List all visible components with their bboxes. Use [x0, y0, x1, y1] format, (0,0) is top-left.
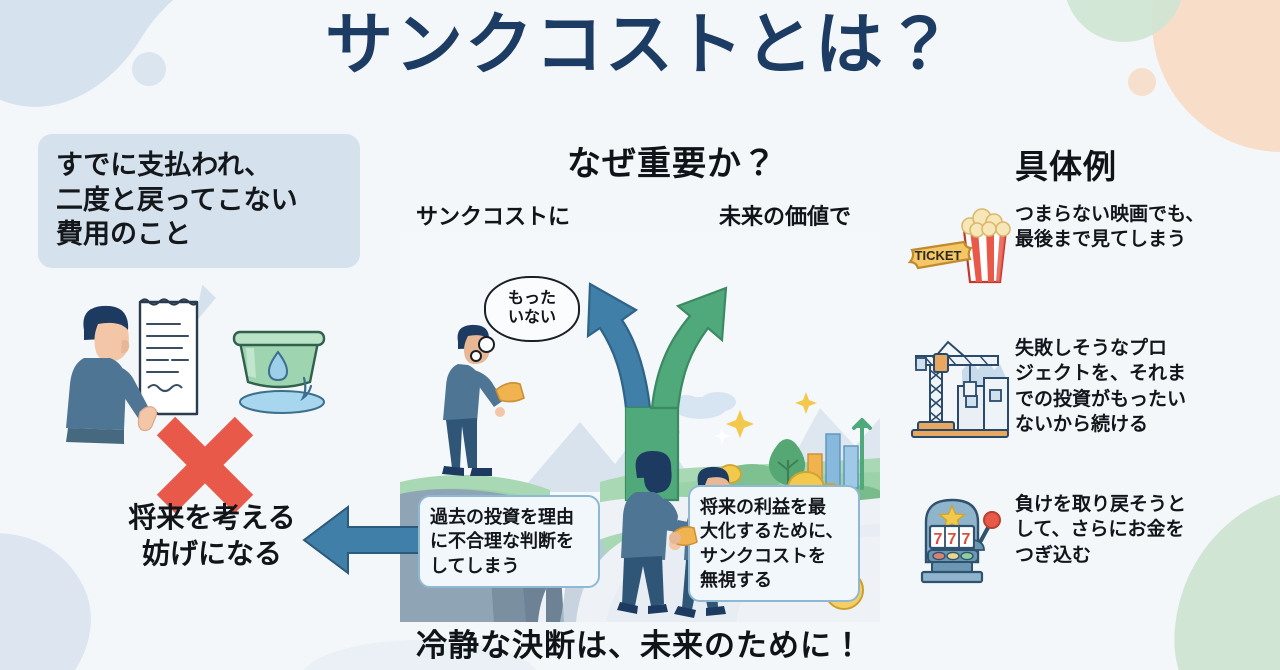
ticket-popcorn-icon: TICKET: [905, 200, 1015, 286]
definition-line-1: すでに支払われ、: [56, 150, 272, 180]
example-line: 失敗しそうなプロ: [1015, 338, 1168, 359]
example-line: ジェクトを、それま: [1015, 363, 1187, 385]
red-cross-mark-icon: [156, 416, 254, 514]
svg-text:7: 7: [948, 531, 957, 548]
ticket-label: TICKET: [915, 248, 962, 263]
example-line: つまらない映画でも、: [1015, 204, 1205, 225]
example-line: して、さらにお金を: [1015, 519, 1185, 541]
center-heading: なぜ重要か？: [567, 145, 777, 183]
examples-heading: 具体例: [1015, 148, 1117, 185]
thought-bubble-dot-large: [478, 336, 495, 353]
callout-right-line-1: 将来の利益を最: [700, 497, 826, 517]
callout-right-line-4: 無視する: [700, 569, 772, 590]
example-line: 負けを取り戻そうと: [1015, 494, 1187, 515]
person-with-receipt-icon: [66, 298, 199, 444]
example-text: 負けを取り戻そうと して、さらにお金を つぎ込む: [1015, 490, 1260, 568]
svg-text:7: 7: [934, 531, 943, 548]
example-line: での投資がもったい: [1015, 388, 1187, 410]
thought-bubble-dot-small: [470, 350, 482, 362]
thought-line-1: もった: [507, 290, 556, 308]
left-conclusion-caption: 将来を考える 妨げになる: [92, 500, 332, 573]
svg-text:7: 7: [962, 531, 971, 548]
example-text: 失敗しそうなプロ ジェクトを、それま での投資がもったい ないから続ける: [1015, 334, 1260, 437]
definition-line-3: 費用のこと: [56, 219, 191, 250]
callout-right-line-2: 大化するために、: [700, 521, 844, 542]
callout-past-investment: 過去の投資を理由 に不合理な判断を してしまう: [418, 495, 600, 588]
callout-left-line-1: 過去の投資を理由: [430, 507, 574, 527]
callout-left-line-2: に不合理な判断を: [430, 531, 574, 552]
definition-line-2: 二度と戻ってこない: [56, 184, 298, 215]
left-caption-line-2: 妨げになる: [141, 538, 282, 570]
construction-crane-icon: [905, 334, 1015, 438]
page-title: サンクコストとは？: [324, 7, 955, 83]
definition-speech-bubble: すでに支払われ、 二度と戻ってこない 費用のこと: [38, 134, 360, 268]
branch-right-line-1: 未来の価値で: [718, 204, 851, 229]
slot-machine-icon: 7 7 7: [905, 490, 1015, 586]
example-row: 7 7 7 負けを取り戻そうと して、さらにお金を つぎ込む: [905, 490, 1275, 586]
left-caption-line-1: 将来を考える: [128, 502, 296, 533]
footer-slogan: 冷静な決断は、未来のために！: [416, 628, 864, 663]
person-at-fork-icon: [617, 450, 698, 614]
example-row: TICKET つまらない映画でも、 最後まで見てしまう: [905, 200, 1275, 286]
thought-bubble-mottainai: もった いない: [484, 276, 580, 342]
callout-left-line-3: してしまう: [430, 555, 520, 576]
example-text: つまらない映画でも、 最後まで見てしまう: [1015, 200, 1260, 253]
example-line: つぎ込む: [1015, 544, 1092, 566]
person-on-cliff: [442, 324, 525, 476]
callout-right-line-3: サンクコストを: [700, 545, 826, 566]
branch-left-line-1: サンクコストに: [415, 204, 570, 229]
big-blue-left-arrow-icon: [302, 505, 427, 575]
example-line: 最後まで見てしまう: [1015, 229, 1187, 251]
example-row: 失敗しそうなプロ ジェクトを、それま での投資がもったい ないから続ける: [905, 334, 1275, 438]
thought-line-2: いない: [507, 309, 556, 326]
callout-future-profit: 将来の利益を最 大化するために、 サンクコストを 無視する: [688, 485, 860, 603]
spilled-water-container-icon: [232, 330, 326, 414]
example-line: ないから続ける: [1015, 413, 1149, 435]
